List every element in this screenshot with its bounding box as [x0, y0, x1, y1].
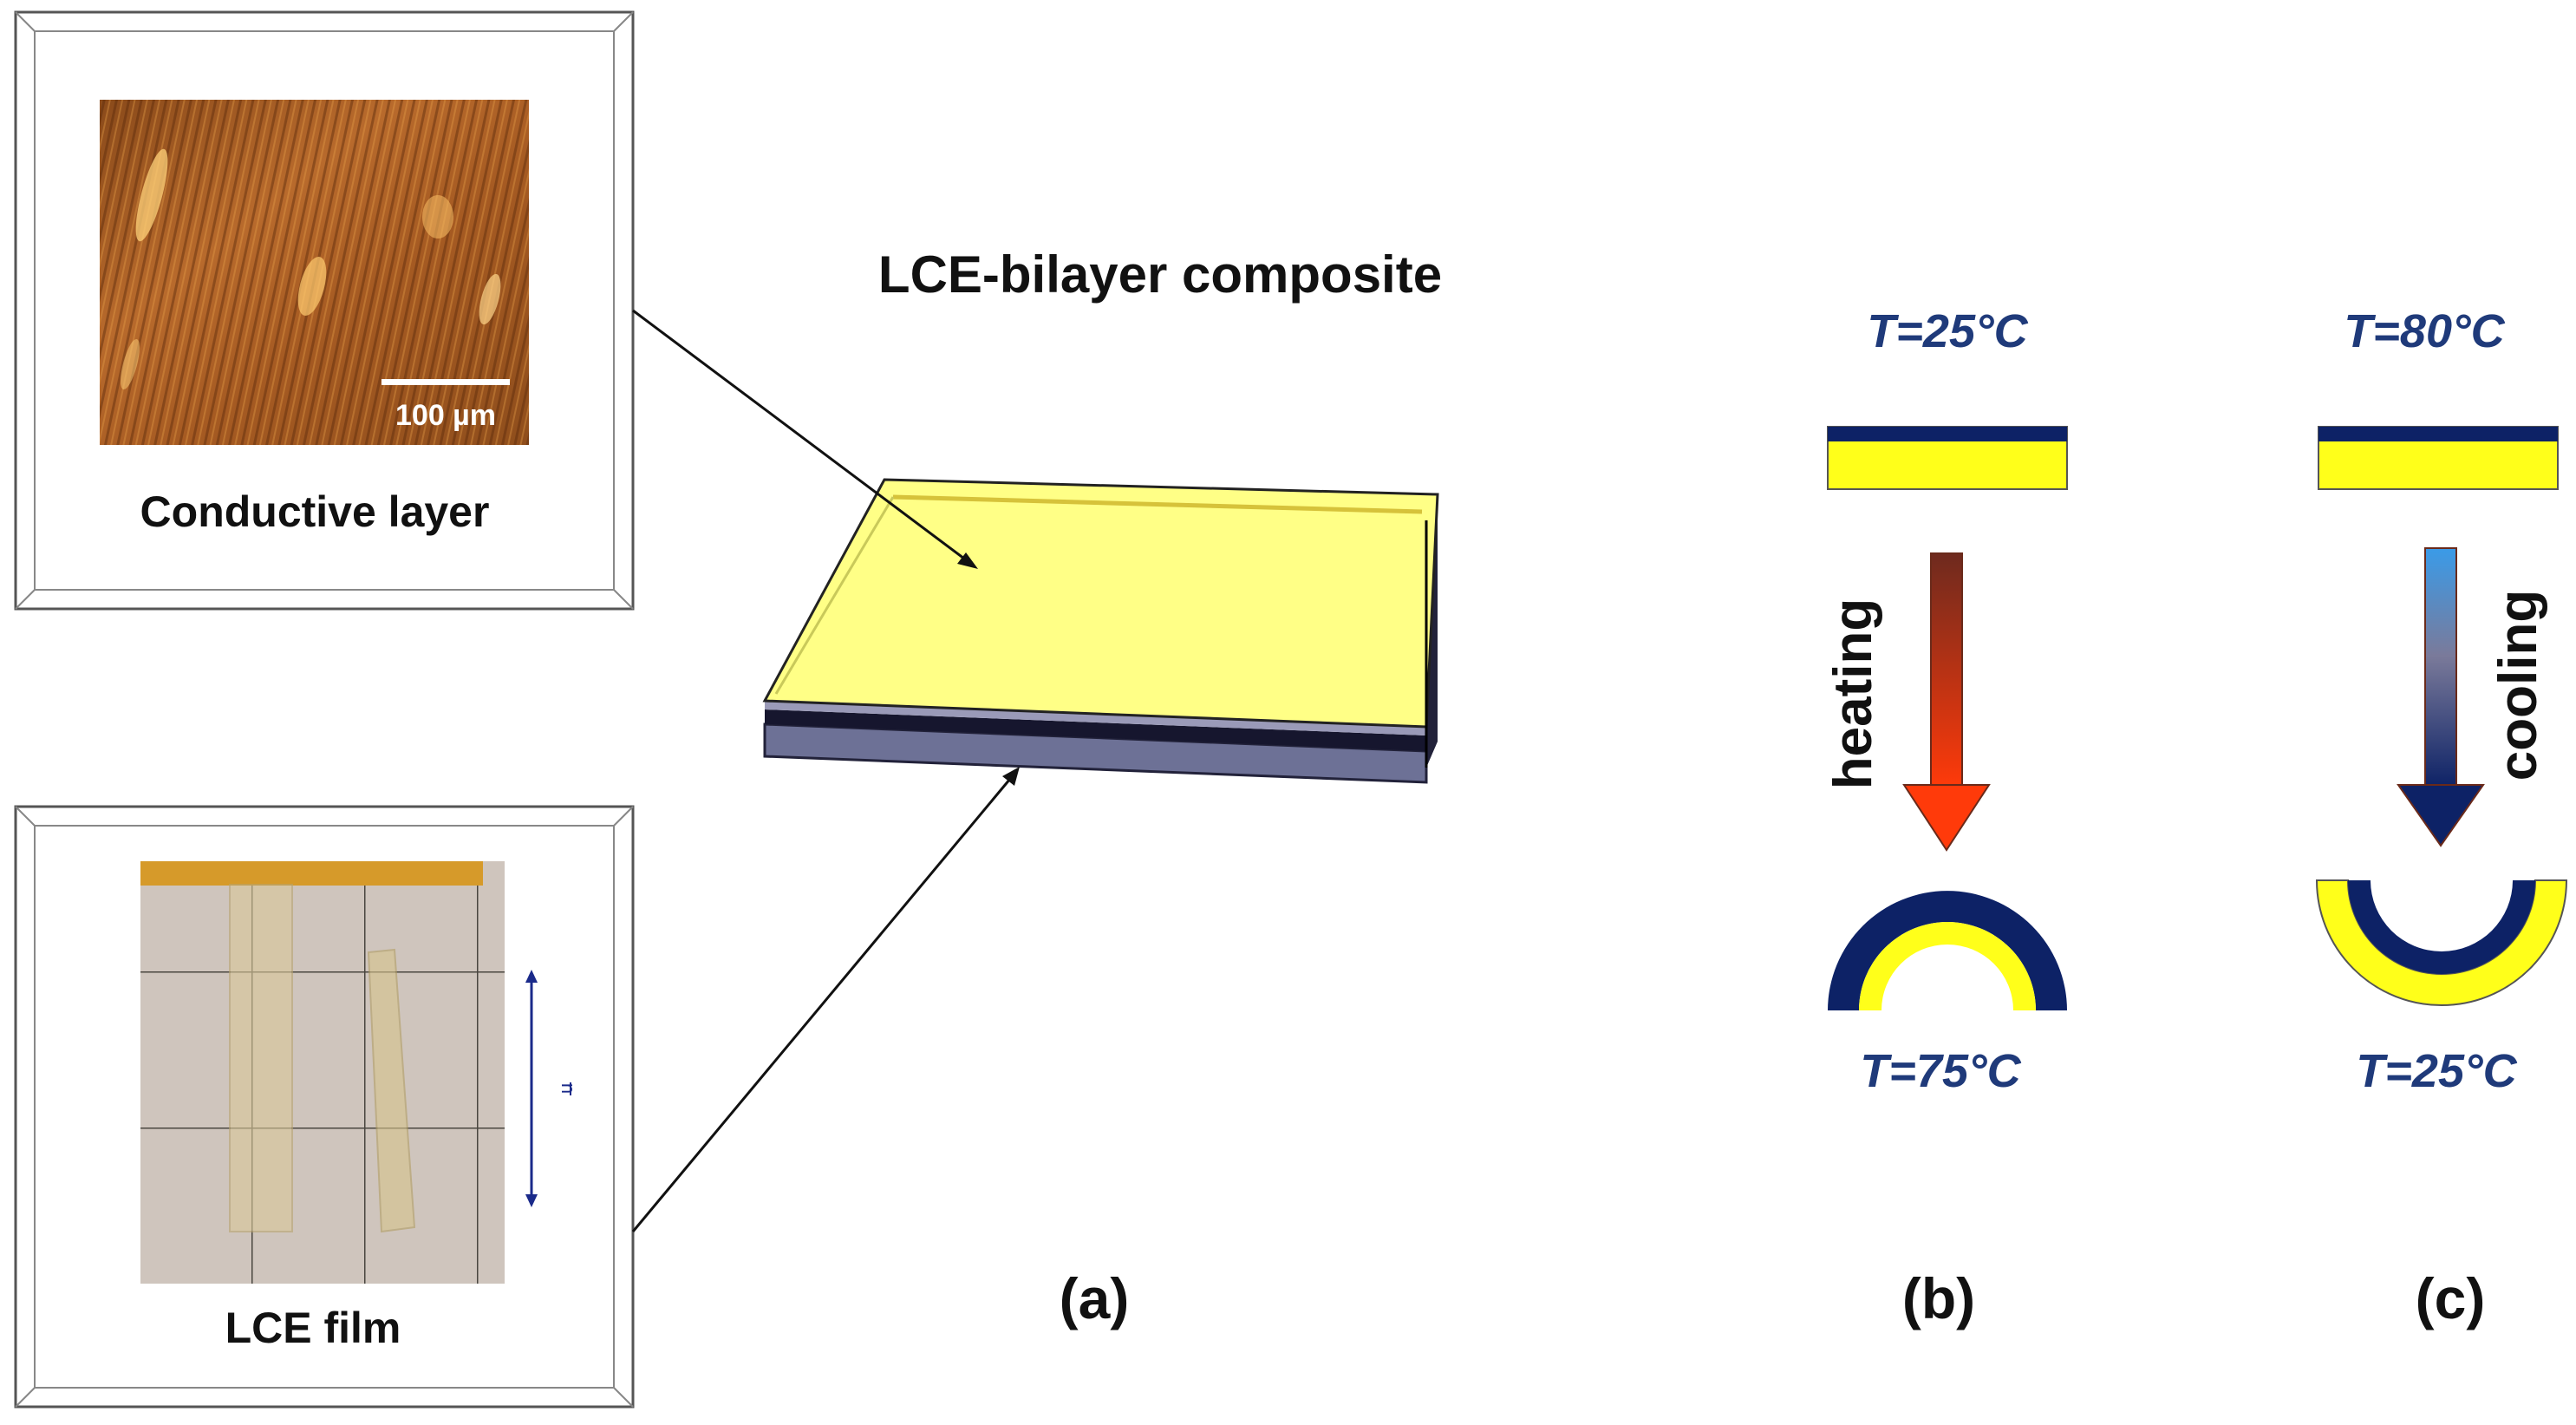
scale-bar-label: 100 µm — [395, 399, 496, 432]
panel-b-temp-initial: T=25°C — [1867, 305, 2028, 357]
panel-c-temp-initial: T=80°C — [2344, 305, 2505, 357]
film-strip-right — [367, 948, 416, 1233]
panel-b-flat-bilayer — [1827, 426, 2068, 490]
panel-c: T=80°C cooling T=25°C (c) — [2315, 305, 2568, 1330]
lce-film-photo: n — [140, 861, 579, 1284]
panel-c-flat-bilayer — [2318, 426, 2559, 490]
cooling-label: cooling — [2488, 590, 2548, 781]
panel-c-label: (c) — [2416, 1266, 2486, 1330]
panel-b-label: (b) — [1902, 1266, 1975, 1330]
heating-arrow — [1902, 552, 1991, 852]
panel-b-temp-final: T=75°C — [1860, 1045, 2021, 1097]
inset-conductive-layer: 100 µm Conductive layer — [14, 10, 635, 611]
inset-bottom-caption: LCE film — [225, 1304, 401, 1352]
panel-b: T=25°C heating T=75°C (b) — [1823, 305, 2068, 1330]
leader-arrow-top — [632, 309, 972, 565]
panel-c-temp-final: T=25°C — [2356, 1045, 2517, 1097]
scale-bar — [382, 379, 510, 385]
leader-arrow-bottom — [631, 773, 1016, 1232]
inset-lce-film: n LCE film — [14, 805, 635, 1409]
panel-b-curved-bilayer — [1828, 891, 2067, 1010]
film-strip-left — [229, 884, 293, 1232]
panel-c-curved-bilayer — [2315, 879, 2568, 1006]
panel-a-label: (a) — [1060, 1266, 1130, 1330]
director-label: n — [558, 1083, 579, 1094]
heating-label: heating — [1823, 598, 1883, 789]
copper-micrograph-image: 100 µm — [100, 100, 529, 445]
panel-a-title: LCE-bilayer composite — [878, 245, 1442, 304]
inset-top-caption: Conductive layer — [140, 487, 490, 536]
bilayer-slab — [762, 478, 1439, 784]
cooling-arrow — [2397, 547, 2485, 847]
panel-a: LCE-bilayer composite (a) — [631, 245, 1442, 1330]
